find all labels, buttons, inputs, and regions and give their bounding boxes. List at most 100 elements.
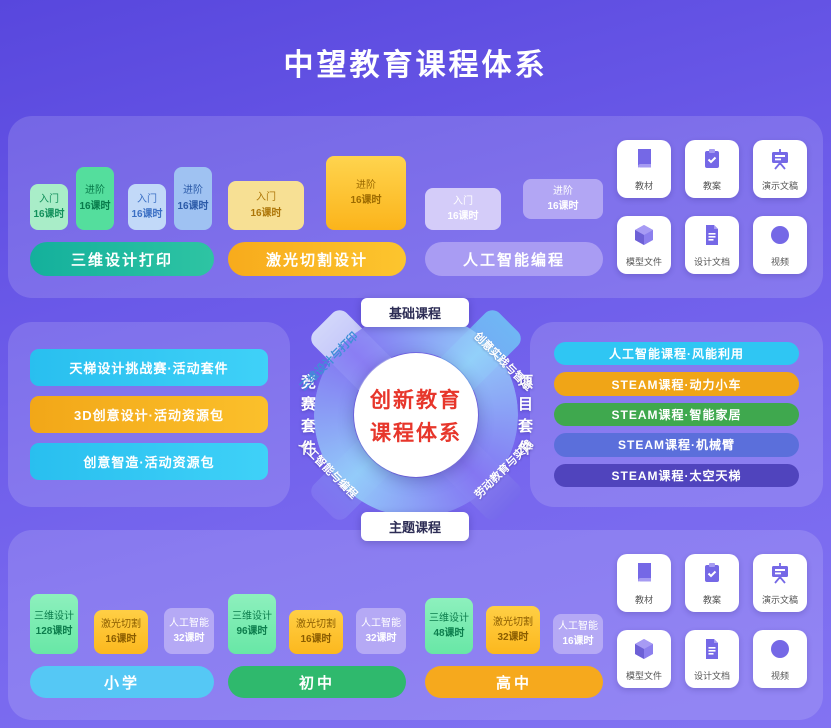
document-icon	[700, 637, 724, 666]
resource-card-video[interactable]: 视频	[753, 630, 807, 688]
resource-card-lesson-plan[interactable]: 教案	[685, 554, 739, 612]
project-item-powered-car[interactable]: STEAM课程·动力小车	[554, 372, 799, 396]
level-card: 进阶 16课时	[523, 179, 603, 219]
resource-label: 模型文件	[625, 670, 662, 681]
stage-button-primary[interactable]: 小学	[30, 666, 214, 698]
curriculum-wheel: 三维设计与打印 创意实践与智造 人工智能与编程 劳动教育与实践 创新教育 课程体…	[292, 291, 540, 539]
resource-label: 演示文稿	[761, 594, 798, 605]
subject-card: 人工智能 16课时	[553, 614, 603, 654]
level-name: 进阶	[183, 185, 203, 196]
level-name: 入门	[39, 193, 59, 205]
book-icon	[632, 561, 656, 590]
cube-icon	[632, 637, 656, 666]
competition-item-creative-making[interactable]: 创意智造·活动资源包	[30, 443, 268, 480]
subject-name: 人工智能	[558, 620, 598, 632]
level-hours: 16课时	[177, 200, 209, 212]
subject-card: 三维设计 128课时	[30, 594, 78, 654]
competition-item-ladder-challenge[interactable]: 天梯设计挑战赛·活动套件	[30, 349, 268, 386]
level-card: 入门 16课时	[425, 188, 501, 230]
subject-hours: 16课时	[562, 636, 594, 647]
subject-card: 三维设计 96课时	[228, 594, 276, 654]
resource-card-video[interactable]: 视频	[753, 216, 807, 274]
project-items: 人工智能课程·风能利用 STEAM课程·动力小车 STEAM课程·智能家居 ST…	[530, 322, 823, 507]
level-name: 入门	[256, 192, 276, 203]
course-col-3d-print: 入门 16课时 进阶 16课时 入门 16课时 进阶 16课时 三维设计打印	[30, 167, 214, 276]
page-title: 中望教育课程体系	[283, 49, 548, 82]
subject-cards: 三维设计 48课时 激光切割 32课时 人工智能 16课时	[425, 598, 603, 654]
resource-label: 教案	[702, 180, 721, 191]
subject-card: 人工智能 32课时	[356, 608, 406, 654]
basic-courses-panel: 入门 16课时 进阶 16课时 入门 16课时 进阶 16课时 三维设计打印	[8, 116, 823, 298]
level-card: 进阶 16课时	[76, 167, 114, 230]
resource-label: 视频	[770, 670, 789, 681]
clipboard-icon	[700, 147, 724, 176]
level-name: 入门	[137, 193, 157, 205]
subject-name: 激光切割	[101, 618, 141, 630]
course-button-3d-print[interactable]: 三维设计打印	[30, 242, 214, 276]
level-cards: 入门 16课时 进阶 16课时 入门 16课时 进阶 16课时	[30, 167, 214, 230]
presentation-icon	[768, 147, 792, 176]
hub-title-line1: 创新教育	[370, 388, 462, 412]
resource-label: 教材	[634, 594, 653, 605]
level-hours: 16课时	[547, 201, 579, 212]
resource-card-lesson-plan[interactable]: 教案	[685, 140, 739, 198]
subject-name: 人工智能	[169, 617, 209, 629]
resource-card-textbook[interactable]: 教材	[617, 554, 671, 612]
resource-card-design-doc[interactable]: 设计文档	[685, 630, 739, 688]
cube-icon	[632, 223, 656, 252]
level-hours: 16课时	[447, 211, 479, 222]
course-button-ai[interactable]: 人工智能编程	[425, 242, 603, 276]
subject-card: 激光切割 16课时	[94, 610, 148, 654]
level-hours: 16课时	[250, 207, 282, 219]
course-col-laser: 入门 16课时 进阶 16课时 激光切割设计	[228, 156, 406, 276]
level-card: 进阶 16课时	[174, 167, 212, 230]
project-item-robot-arm[interactable]: STEAM课程·机械臂	[554, 433, 799, 457]
theme-courses-panel: 三维设计 128课时 激光切割 16课时 人工智能 32课时 小学 三维设计 9…	[8, 530, 823, 720]
theme-courses-badge: 主题课程	[360, 512, 470, 541]
level-cards: 入门 16课时 进阶 16课时	[425, 179, 603, 230]
video-icon	[768, 223, 792, 252]
subject-card: 激光切割 16课时	[289, 610, 343, 654]
competition-item-3d-creative[interactable]: 3D创意设计·活动资源包	[30, 396, 268, 433]
resource-card-model-file[interactable]: 模型文件	[617, 216, 671, 274]
level-hours: 16课时	[79, 200, 111, 212]
level-name: 进阶	[85, 185, 105, 196]
stage-button-middle[interactable]: 初中	[228, 666, 406, 698]
level-name: 进阶	[356, 179, 376, 191]
subject-hours: 16课时	[105, 634, 137, 645]
hub-title-line2: 课程体系	[370, 421, 462, 445]
subject-name: 三维设计	[429, 612, 469, 624]
resource-card-presentation[interactable]: 演示文稿	[753, 554, 807, 612]
level-card: 入门 16课时	[30, 184, 68, 230]
document-icon	[700, 223, 724, 252]
subject-hours: 32课时	[173, 633, 205, 644]
resource-label: 教案	[702, 594, 721, 605]
competition-items: 天梯设计挑战赛·活动套件 3D创意设计·活动资源包 创意智造·活动资源包	[8, 322, 290, 507]
subject-hours: 96课时	[236, 626, 268, 637]
project-item-wind-energy[interactable]: 人工智能课程·风能利用	[554, 342, 799, 366]
resource-card-model-file[interactable]: 模型文件	[617, 630, 671, 688]
subject-name: 人工智能	[361, 617, 401, 629]
resource-card-textbook[interactable]: 教材	[617, 140, 671, 198]
stage-button-high[interactable]: 高中	[425, 666, 603, 698]
presentation-icon	[768, 561, 792, 590]
video-icon	[768, 637, 792, 666]
course-button-laser[interactable]: 激光切割设计	[228, 242, 406, 276]
subject-name: 激光切割	[493, 616, 533, 628]
resource-label: 模型文件	[625, 256, 662, 267]
resource-card-design-doc[interactable]: 设计文档	[685, 216, 739, 274]
level-name: 进阶	[553, 185, 573, 197]
subject-name: 激光切割	[296, 618, 336, 630]
subject-cards: 三维设计 96课时 激光切割 16课时 人工智能 32课时	[228, 594, 406, 654]
project-item-space-ladder[interactable]: STEAM课程·太空天梯	[554, 463, 799, 488]
project-item-smart-home[interactable]: STEAM课程·智能家居	[554, 402, 799, 427]
theme-resources-grid: 教材 教案 演示文稿 模型文件 设计文档 视频	[617, 554, 807, 688]
subject-hours: 48课时	[433, 628, 465, 639]
level-hours: 16课时	[350, 195, 382, 206]
subject-cards: 三维设计 128课时 激光切割 16课时 人工智能 32课时	[30, 594, 214, 654]
resource-card-presentation[interactable]: 演示文稿	[753, 140, 807, 198]
resource-label: 设计文档	[693, 670, 730, 681]
resource-label: 演示文稿	[761, 180, 798, 191]
basic-courses-badge: 基础课程	[360, 298, 470, 327]
level-card: 入门 16课时	[128, 184, 166, 230]
